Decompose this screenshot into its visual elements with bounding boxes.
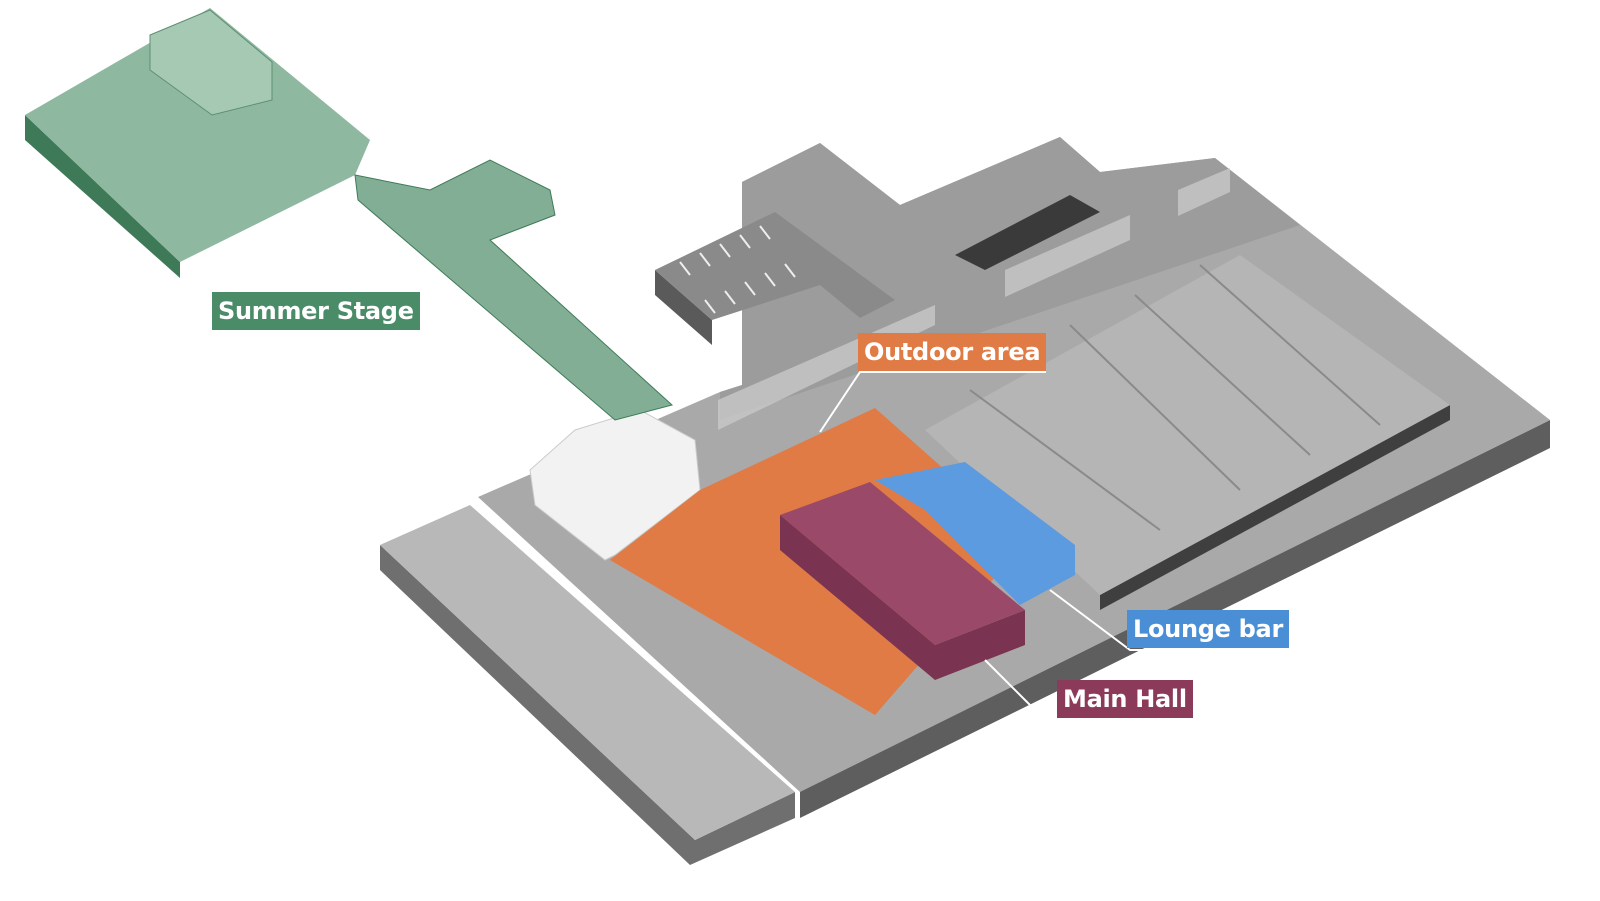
label-lounge-bar: Lounge bar: [1127, 610, 1289, 648]
main-hall-zone: [780, 482, 1025, 645]
summer-stage-building: [149, 9, 273, 116]
label-outdoor-area: Outdoor area: [858, 333, 1047, 371]
label-main-hall: Main Hall: [1057, 680, 1193, 718]
sheds: [925, 255, 1450, 610]
main-hall-side: [780, 515, 1025, 680]
summer-stage-platform: [25, 8, 370, 262]
parking-block-side: [655, 270, 712, 345]
courtyard-opening: [955, 195, 1100, 270]
summer-stage-side: [25, 115, 180, 278]
label-summer-stage: Summer Stage: [212, 292, 420, 330]
water-side: [380, 545, 795, 865]
summer-stage-walkway: [354, 159, 674, 421]
parking-markings: [679, 225, 796, 314]
lounge-bar-zone: [875, 462, 1075, 605]
leader-lines: [819, 371, 1284, 706]
water: [380, 505, 795, 840]
parking-block: [655, 212, 895, 320]
